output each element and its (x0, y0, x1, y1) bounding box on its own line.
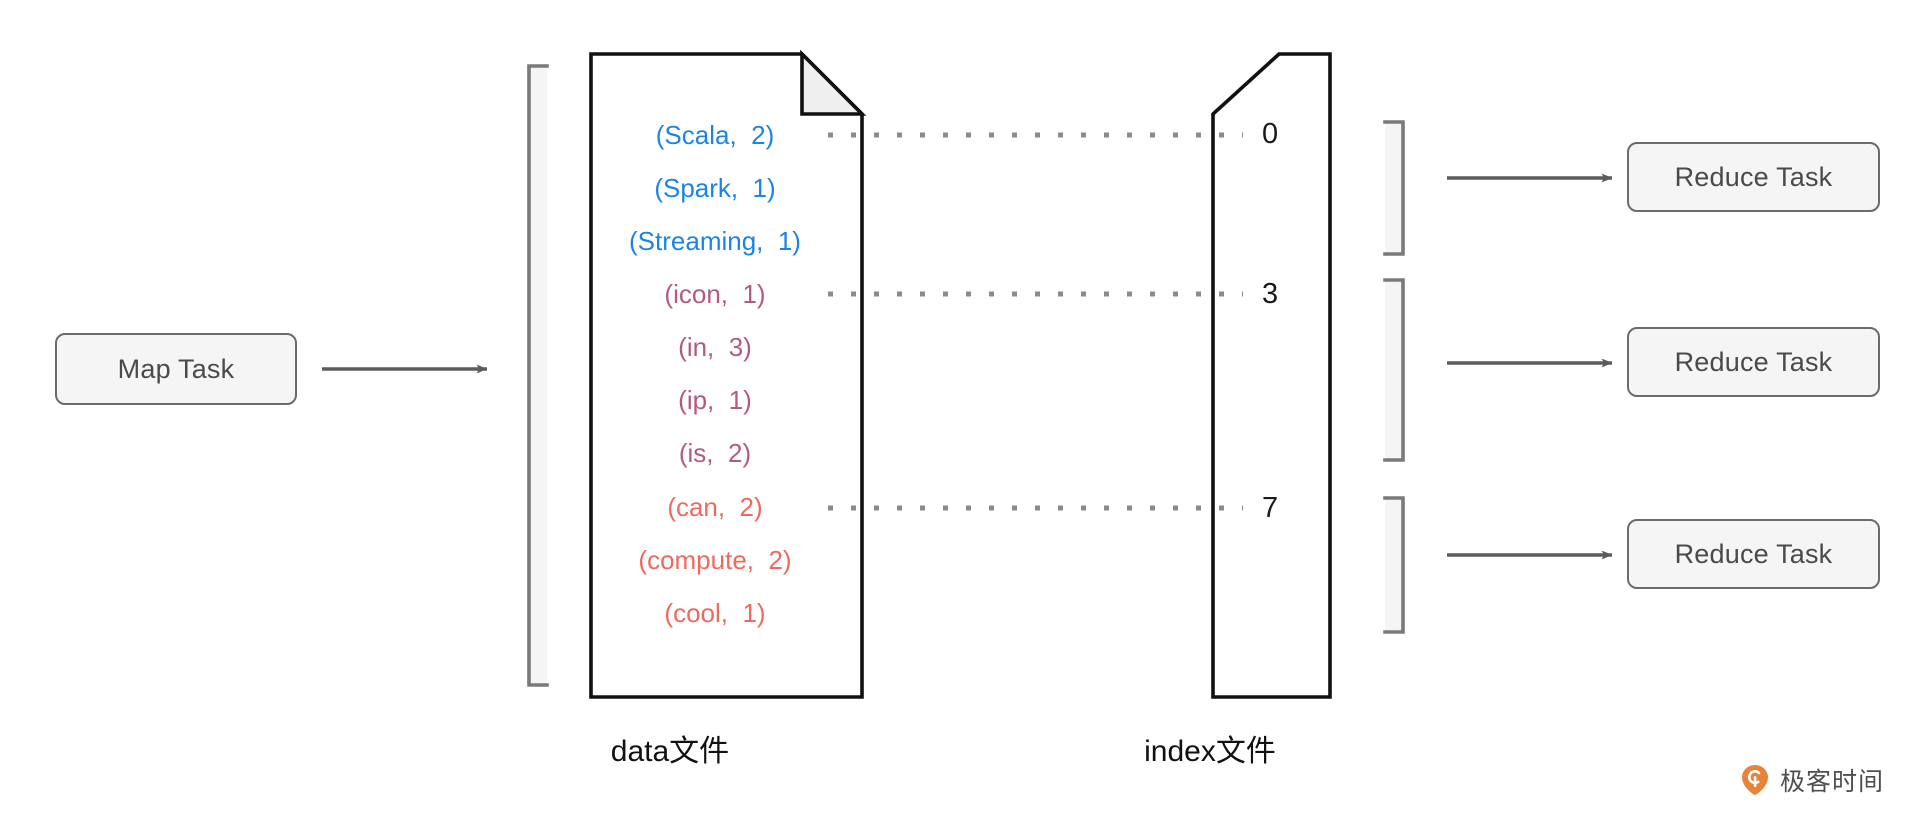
index-offset-0: 0 (1262, 118, 1279, 150)
partition-bracket-3 (1383, 496, 1405, 634)
reduce-task-label-2: Reduce Task (1674, 346, 1833, 377)
watermark: 极客时间 (1738, 762, 1884, 798)
partition-brackets (1383, 120, 1405, 634)
data-file-caption: data文件 (610, 735, 730, 768)
flow-arrows (322, 173, 1613, 560)
map-task-box[interactable]: Map Task (55, 333, 297, 405)
reduce-task-label-1: Reduce Task (1674, 161, 1833, 192)
data-entry-5: (ip, 1) (678, 385, 752, 415)
data-entry-8: (compute, 2) (638, 545, 792, 575)
map-output-bracket (527, 64, 549, 687)
reduce-task-label-3: Reduce Task (1674, 538, 1833, 569)
data-entry-0: (Scala, 2) (655, 120, 775, 150)
reduce-task-box-3[interactable]: Reduce Task (1627, 519, 1880, 589)
index-file-caption: index文件 (1144, 735, 1276, 768)
data-entry-6: (is, 2) (678, 438, 752, 468)
partition-bracket-2 (1383, 278, 1405, 462)
data-entry-2: (Streaming, 1) (629, 226, 801, 256)
data-entry-9: (cool, 1) (664, 598, 766, 628)
index-offset-2: 7 (1262, 492, 1279, 524)
data-entry-1: (Spark, 1) (654, 173, 776, 203)
data-entry-4: (in, 3) (678, 332, 752, 362)
watermark-text: 极客时间 (1780, 768, 1885, 796)
data-entry-3: (icon, 1) (664, 279, 766, 309)
partition-bracket-1 (1383, 120, 1405, 256)
map-task-label: Map Task (117, 353, 235, 384)
dotted-leaders (828, 132, 1243, 511)
index-offset-1: 3 (1262, 278, 1279, 310)
reduce-task-box-2[interactable]: Reduce Task (1627, 327, 1880, 397)
data-entry-7: (can, 2) (667, 492, 763, 522)
reduce-task-box-1[interactable]: Reduce Task (1627, 142, 1880, 212)
geektime-logo-icon (1742, 765, 1768, 795)
